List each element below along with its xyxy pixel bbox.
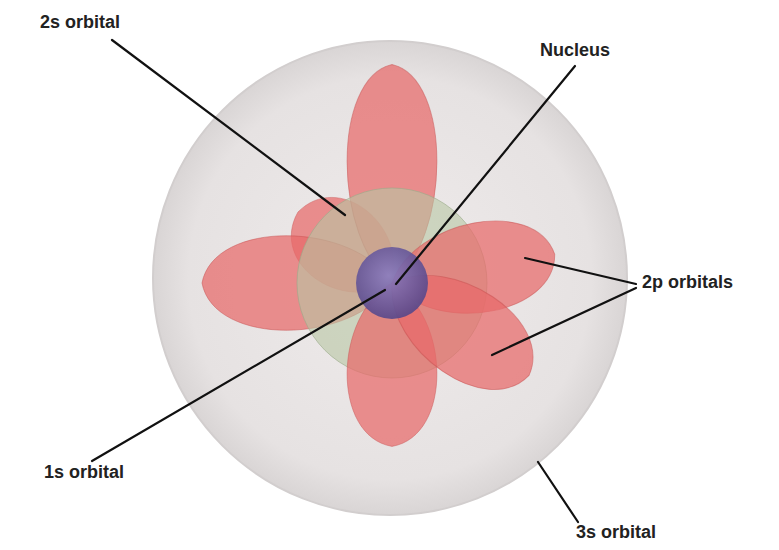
leader-line — [538, 462, 578, 522]
part-label: 2p orbitals — [642, 272, 733, 294]
part-label: 2s orbital — [40, 12, 120, 34]
leader-line — [525, 258, 636, 284]
leader-line — [492, 288, 636, 355]
leader-line — [112, 40, 345, 215]
part-label: Nucleus — [540, 40, 610, 62]
orbital-3s — [153, 41, 627, 515]
part-label: 1s orbital — [44, 462, 124, 484]
leader-line — [396, 66, 575, 284]
leader-line — [92, 290, 385, 461]
part-label: 3s orbital — [576, 522, 656, 544]
